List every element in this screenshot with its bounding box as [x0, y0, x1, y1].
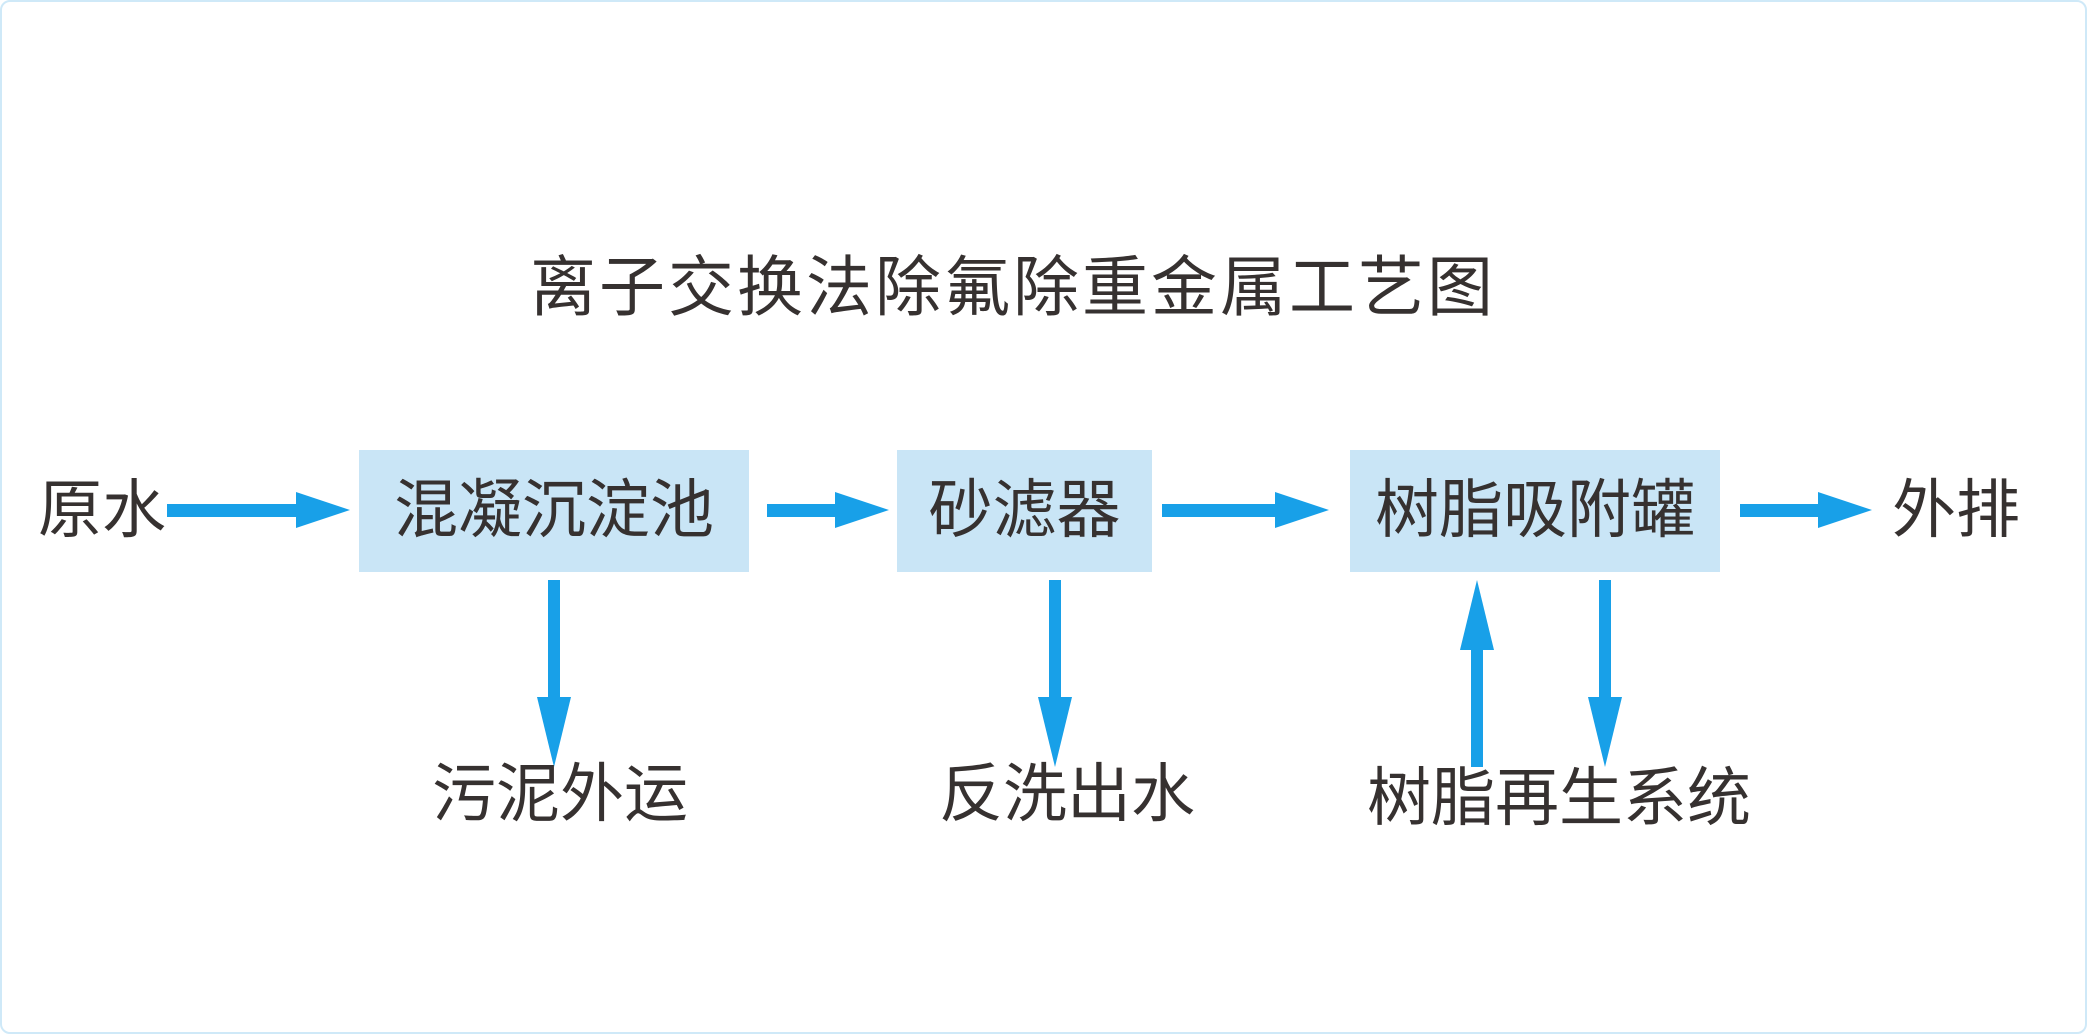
arrow-shaft [1471, 645, 1483, 767]
arrow-shaft [1740, 504, 1824, 517]
arrow-head [1038, 697, 1072, 767]
arrow-stage1-to-stage2-icon [767, 492, 889, 528]
arrow-head [1460, 580, 1494, 650]
branch-label-resin-regeneration-system: 树脂再生系统 [1367, 762, 1751, 836]
arrow-source-to-stage1-icon [167, 492, 350, 528]
arrow-shaft [1599, 580, 1611, 702]
arrow-head [1275, 492, 1329, 528]
arrow-stage1-down-icon [537, 580, 571, 767]
arrow-stage2-to-stage3-icon [1162, 492, 1329, 528]
stage-box-sand-filter: 砂滤器 [897, 450, 1152, 572]
branch-label-backwash-outflow: 反洗出水 [939, 758, 1195, 832]
branch-label-sludge-transport: 污泥外运 [432, 758, 688, 832]
arrow-shaft [548, 580, 560, 702]
stage-box-resin-adsorption: 树脂吸附罐 [1350, 450, 1720, 572]
source-label: 原水 [38, 474, 166, 548]
arrow-head [296, 492, 350, 528]
arrow-shaft [167, 504, 302, 517]
arrow-shaft [1162, 504, 1281, 517]
arrow-stage3-to-sink-icon [1740, 492, 1872, 528]
diagram-title: 离子交换法除氟除重金属工艺图 [530, 249, 1496, 326]
arrow-regeneration-up-icon [1460, 580, 1494, 767]
arrow-stage2-down-icon [1038, 580, 1072, 767]
stage-box-coagulation-sedimentation: 混凝沉淀池 [359, 450, 749, 572]
sink-label: 外排 [1892, 474, 2020, 548]
arrow-regeneration-down-icon [1588, 580, 1622, 767]
arrow-head [835, 492, 889, 528]
arrow-head [1588, 697, 1622, 767]
arrow-shaft [767, 504, 841, 517]
arrow-head [1818, 492, 1872, 528]
arrow-shaft [1049, 580, 1061, 702]
arrow-head [537, 697, 571, 767]
